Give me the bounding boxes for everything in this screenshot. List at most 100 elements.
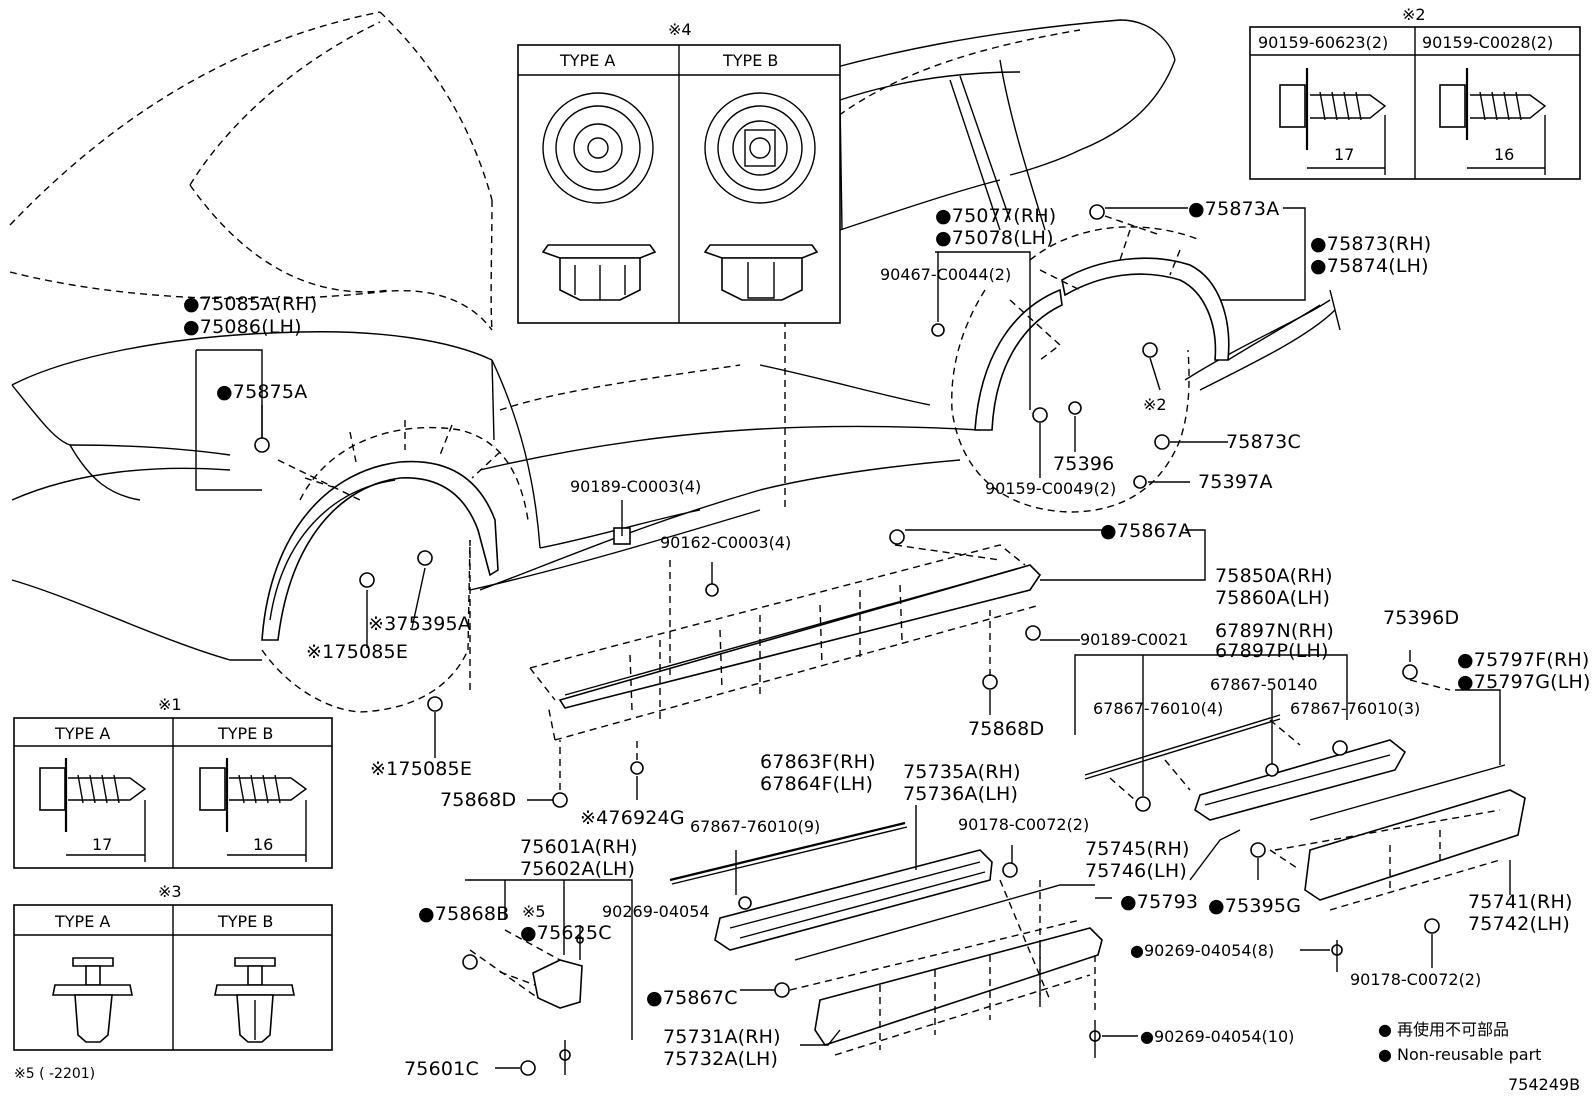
inset-box-4 [517, 44, 841, 324]
label-75868D-left: 75868D [440, 789, 516, 811]
label-75085A: ●75085A(RH) [183, 293, 318, 315]
label-75797F: ●75797F(RH) [1457, 649, 1589, 671]
label-75867A: ●75867A [1100, 520, 1191, 542]
label-67864F: 67864F(LH) [760, 773, 873, 795]
label-75078: ●75078(LH) [935, 227, 1054, 249]
moulding-75741 [1274, 764, 1526, 911]
label-75873A: ●75873A [1188, 198, 1279, 220]
box2-col-a: 90159-60623(2) [1258, 33, 1388, 52]
label-90162-C0003: 90162-C0003(4) [660, 533, 791, 552]
label-75741: 75741(RH) [1468, 891, 1573, 913]
legend-jp: ● 再使用不可部品 [1378, 1020, 1509, 1039]
label-75395G: ●75395G [1208, 895, 1301, 917]
label-75735A: 75735A(RH) [903, 761, 1021, 783]
label-75397A: 75397A [1198, 471, 1273, 493]
notes: ※4 ※2 ※1 ※3 ※5 ( -2201) [14, 5, 1426, 1082]
label-75077: ●75077(RH) [935, 205, 1056, 227]
fasteners [254, 204, 1440, 1076]
label-75746: 75746(LH) [1085, 860, 1187, 882]
label-75602A: 75602A(LH) [520, 858, 635, 880]
label-67867-76010-9: 67867-76010(9) [690, 817, 820, 836]
box1-type-a: TYPE A [54, 724, 110, 743]
label-75867C: ●75867C [646, 987, 738, 1009]
figure-id: 754249B [1508, 1075, 1580, 1094]
label-90178-C0072-b: 90178-C0072(2) [1350, 970, 1481, 989]
label-75395A: ※375395A [368, 613, 471, 635]
leader-lines [195, 207, 1511, 1069]
label-90159-C0049: 90159-C0049(2) [985, 479, 1116, 498]
label-75085E-2: ※175085E [370, 758, 472, 780]
label-67897P: 67897P(LH) [1215, 640, 1329, 662]
label-75873C: 75873C [1226, 431, 1301, 453]
label-2mark: ※2 [1143, 395, 1167, 414]
label-75793: ●75793 [1120, 891, 1198, 913]
label-75868B: ●75868B [418, 903, 509, 925]
box1-dim-a: 17 [92, 835, 112, 854]
note-5: ※5 ( -2201) [14, 1066, 95, 1082]
label-67867-50140: 67867-50140 [1210, 675, 1318, 694]
note-3: ※3 [158, 882, 182, 901]
label-75850A: 75850A(RH) [1215, 565, 1333, 587]
label-5mark: ※5 [522, 902, 546, 921]
legend: ● 再使用不可部品 ● Non-reusable part [1378, 1020, 1541, 1064]
box2-dim-a: 17 [1334, 145, 1354, 164]
label-90178-C0072-a: 90178-C0072(2) [958, 815, 1089, 834]
label-90189-C0021: 90189-C0021 [1080, 630, 1189, 649]
label-75086: ●75086(LH) [183, 316, 302, 338]
label-90269-04054-10: ●90269-04054(10) [1140, 1027, 1294, 1046]
label-75731A: 75731A(RH) [663, 1026, 781, 1048]
inset-box-titles: TYPE A TYPE B 90159-60623(2) 90159-C0028… [54, 33, 1553, 931]
label-75625C: ●75625C [520, 922, 612, 944]
lower-sill-75735A [714, 849, 993, 951]
box3-type-b: TYPE B [217, 912, 273, 931]
label-90269-04054: 90269-04054 [602, 902, 710, 921]
inset-box-2 [1249, 26, 1581, 180]
label-75396D: 75396D [1383, 607, 1459, 629]
label-90189-C0003: 90189-C0003(4) [570, 477, 701, 496]
label-75601A: 75601A(RH) [520, 836, 638, 858]
box4-type-a: TYPE A [559, 51, 615, 70]
label-67863F: 67863F(RH) [760, 751, 876, 773]
label-90467-C0044: 90467-C0044(2) [880, 265, 1011, 284]
box3-type-a: TYPE A [54, 912, 110, 931]
label-75742: 75742(LH) [1468, 913, 1570, 935]
box2-dim-b: 16 [1494, 145, 1514, 164]
legend-en: ● Non-reusable part [1378, 1045, 1541, 1064]
label-76924G: ※476924G [580, 807, 685, 829]
part-labels: ●75085A(RH) ●75086(LH) ●75875A ※375395A … [183, 198, 1591, 1080]
label-75745: 75745(RH) [1085, 838, 1190, 860]
garnish-67897N [1084, 714, 1407, 821]
label-75860A: 75860A(LH) [1215, 587, 1330, 609]
front-fender-flare [261, 420, 529, 713]
inset-box-1 [13, 717, 333, 869]
rocker-moulding-75850A [529, 544, 1042, 741]
label-90269-04054-8: ●90269-04054(8) [1130, 941, 1274, 960]
vehicle-body-outline [9, 11, 1341, 661]
strip-67863F [669, 821, 908, 885]
label-75873: ●75873(RH) [1310, 233, 1431, 255]
inset-box-3 [13, 904, 333, 1051]
box4-type-b: TYPE B [722, 51, 778, 70]
label-67897N: 67897N(RH) [1215, 620, 1334, 642]
label-75601C: 75601C [404, 1058, 479, 1080]
note-1: ※1 [158, 695, 182, 714]
label-75085E-1: ※175085E [306, 641, 408, 663]
box1-type-b: TYPE B [217, 724, 273, 743]
label-67867-76010-4: 67867-76010(4) [1093, 699, 1223, 718]
bottom-moulding-75731A [789, 919, 1103, 1056]
box2-col-b: 90159-C0028(2) [1422, 33, 1553, 52]
lower-piece-75601A [469, 929, 583, 1009]
label-67867-76010-3: 67867-76010(3) [1290, 699, 1420, 718]
label-75875A: ●75875A [216, 381, 307, 403]
label-75874: ●75874(LH) [1310, 255, 1429, 277]
note-2: ※2 [1402, 5, 1426, 24]
label-75396: 75396 [1053, 453, 1114, 475]
box1-dim-b: 16 [253, 835, 273, 854]
label-75797G: ●75797G(LH) [1457, 671, 1591, 693]
rear-fender-flare [951, 226, 1321, 513]
label-75736A: 75736A(LH) [903, 783, 1018, 805]
label-75868D-mid: 75868D [968, 718, 1044, 740]
label-75732A: 75732A(LH) [663, 1048, 778, 1070]
